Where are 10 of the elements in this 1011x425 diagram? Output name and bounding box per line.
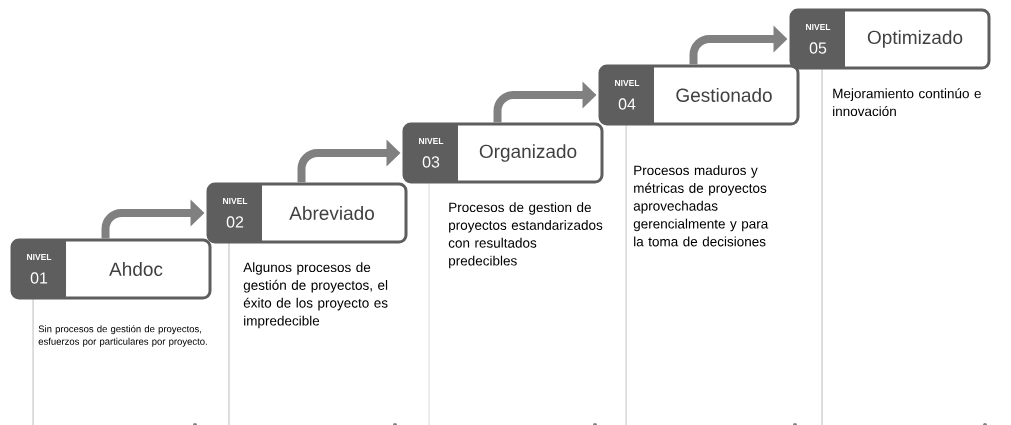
level-box: NIVEL 01 Ahdoc	[10, 238, 212, 300]
description-text: Mejoramiento continúo e innovación	[833, 88, 981, 117]
level-box: NIVEL 02 Abreviado	[206, 182, 408, 244]
description-text: Procesos maduros y métricas de proyectos aprovechadas gerencialmente y para la toma de decisiones	[633, 165, 769, 247]
level-box: NIVEL 03 Organizado	[402, 122, 604, 184]
level-box: NIVEL 05 Optimizado	[789, 8, 991, 70]
description-text: Algunos procesos de gestión de proyectos, el éxito de los proyecto es impredecible	[243, 262, 388, 329]
description-text: Sin procesos de gestión de proyectos, esfuerzos por particulares por proyecto.	[38, 325, 207, 347]
level-box: NIVEL 04 Gestionado	[598, 64, 800, 126]
description-text: Procesos de gestion de proyectos estandarizados con resultados predecibles	[448, 202, 603, 269]
